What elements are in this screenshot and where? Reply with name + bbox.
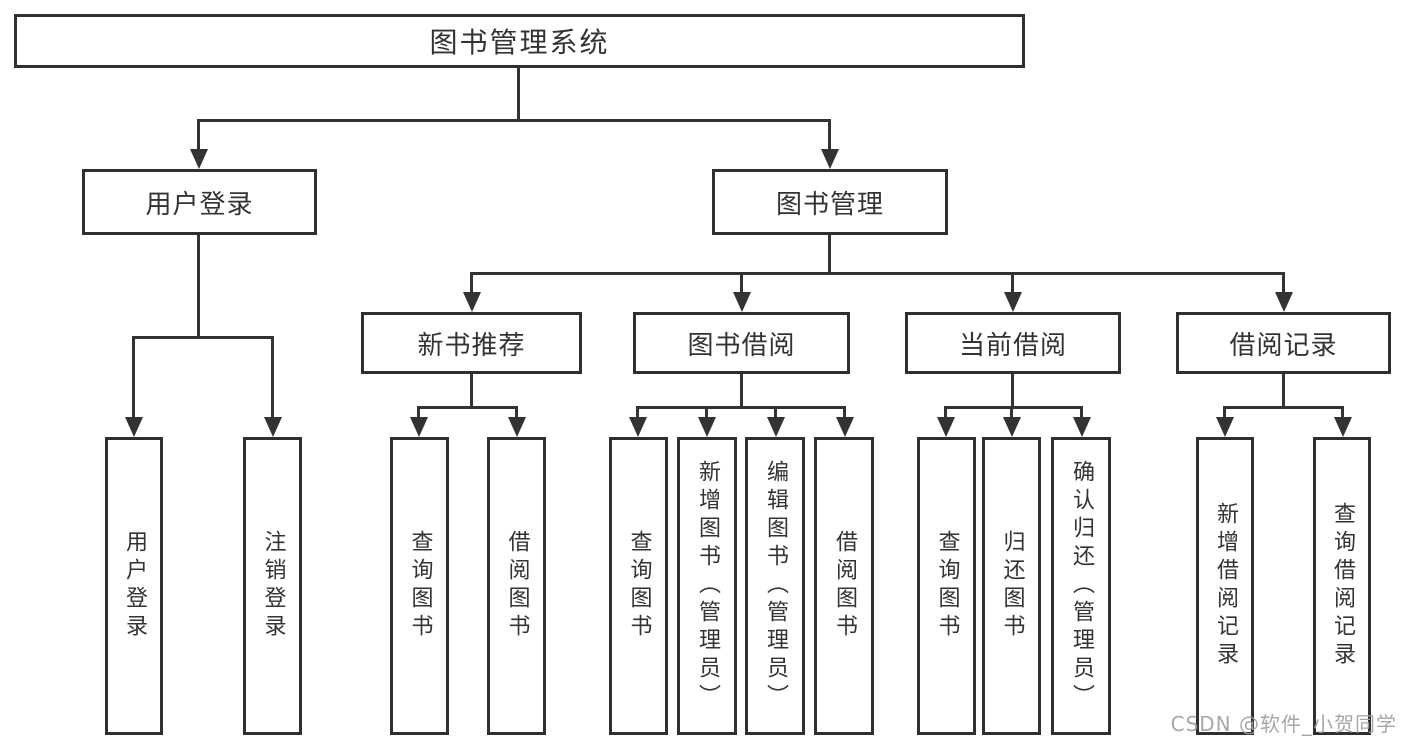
connector-stem xyxy=(636,406,639,422)
connector-stem xyxy=(843,406,846,422)
connector-stub xyxy=(740,374,743,409)
connector-stem xyxy=(944,406,947,422)
connector-branch xyxy=(417,406,518,409)
connector-stem xyxy=(271,336,274,422)
leaf-query-books-current: 查询图书 xyxy=(917,437,976,735)
connector-stem xyxy=(132,336,135,422)
node-new-book-recommend: 新书推荐 xyxy=(361,312,582,374)
arrowhead-icon xyxy=(190,149,208,169)
arrowhead-icon xyxy=(508,417,526,437)
node-user-login: 用户登录 xyxy=(82,169,317,235)
connector-branch xyxy=(132,336,274,339)
node-book-borrow: 图书借阅 xyxy=(633,312,850,374)
connector-branch xyxy=(1223,406,1344,409)
node-borrow-record: 借阅记录 xyxy=(1176,312,1391,374)
connector-stem xyxy=(1011,272,1014,297)
arrowhead-icon xyxy=(125,417,143,437)
leaf-query-books-borrow: 查询图书 xyxy=(609,437,668,735)
arrowhead-icon xyxy=(1334,417,1352,437)
arrowhead-icon xyxy=(629,417,647,437)
connector-stem xyxy=(705,406,708,422)
connector-stem xyxy=(828,119,831,155)
arrowhead-icon xyxy=(1004,292,1022,312)
node-root-system: 图书管理系统 xyxy=(14,14,1025,68)
connector-branch xyxy=(636,406,846,409)
arrowhead-icon xyxy=(1275,292,1293,312)
connector-stem xyxy=(1080,406,1083,422)
leaf-borrow-books: 借阅图书 xyxy=(814,437,874,735)
leaf-query-books-recommend: 查询图书 xyxy=(390,437,449,735)
leaf-return-books: 归还图书 xyxy=(982,437,1041,735)
arrowhead-icon xyxy=(698,417,716,437)
connector-stub xyxy=(828,235,831,275)
leaf-confirm-return-admin: 确认归还（管理员） xyxy=(1051,437,1111,735)
connector-stem xyxy=(515,406,518,422)
leaf-user-login: 用户登录 xyxy=(105,437,163,735)
connector-branch xyxy=(470,272,1284,275)
arrowhead-icon xyxy=(1216,417,1234,437)
connector-stem xyxy=(1010,406,1013,422)
connector-stem xyxy=(1223,406,1226,422)
leaf-add-books-admin: 新增图书（管理员） xyxy=(677,437,737,735)
connector-stem xyxy=(774,406,777,422)
leaf-add-borrow-record: 新增借阅记录 xyxy=(1196,437,1254,735)
arrowhead-icon xyxy=(821,149,839,169)
leaf-query-borrow-record: 查询借阅记录 xyxy=(1313,437,1371,735)
csdn-watermark: CSDN @软件_小贺同学 xyxy=(1170,712,1397,736)
arrowhead-icon xyxy=(937,417,955,437)
arrowhead-icon xyxy=(264,417,282,437)
connector-root-stub xyxy=(517,68,520,122)
connector-root-branch xyxy=(197,119,831,122)
node-current-borrow: 当前借阅 xyxy=(905,312,1121,374)
connector-stem xyxy=(740,272,743,297)
connector-stub xyxy=(197,235,200,339)
connector-branch xyxy=(944,406,1083,409)
arrowhead-icon xyxy=(463,292,481,312)
node-book-management: 图书管理 xyxy=(712,169,948,235)
connector-stem xyxy=(417,406,420,422)
connector-stub xyxy=(1282,374,1285,409)
leaf-borrow-books-recommend: 借阅图书 xyxy=(487,437,546,735)
arrowhead-icon xyxy=(1003,417,1021,437)
arrowhead-icon xyxy=(767,417,785,437)
connector-stub xyxy=(1011,374,1014,409)
connector-stem xyxy=(1341,406,1344,422)
connector-stem xyxy=(1282,272,1285,297)
connector-stem xyxy=(197,119,200,155)
leaf-edit-books-admin: 编辑图书（管理员） xyxy=(745,437,805,735)
arrowhead-icon xyxy=(410,417,428,437)
arrowhead-icon xyxy=(733,292,751,312)
leaf-logout-login: 注销登录 xyxy=(243,437,302,735)
arrowhead-icon xyxy=(1073,417,1091,437)
connector-stub xyxy=(470,374,473,409)
arrowhead-icon xyxy=(836,417,854,437)
connector-stem xyxy=(470,272,473,297)
